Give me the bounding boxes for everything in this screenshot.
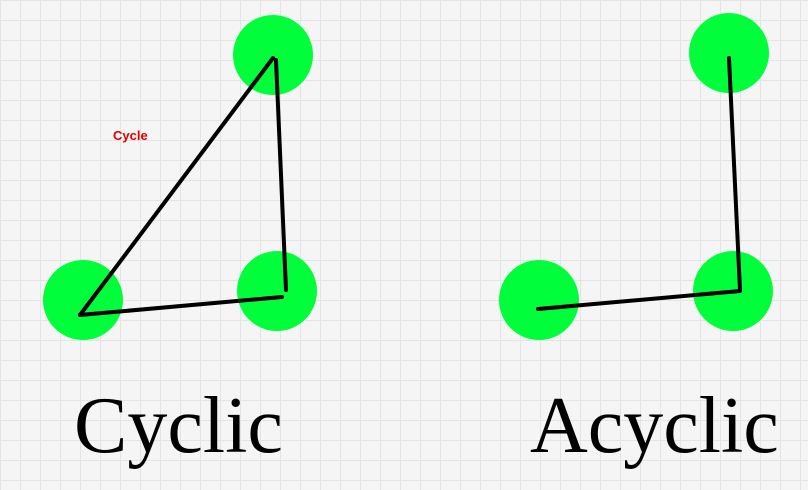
acyclic-caption: Acyclic [530,382,779,470]
cyclic-node-bottom-left [43,260,123,340]
cyclic-edge-left-to-top [78,56,275,317]
acyclic-node-top [689,13,769,93]
cyclic-edge-right-to-left [78,295,284,317]
acyclic-edge-top-to-right [727,56,742,292]
cyclic-graph [43,15,317,340]
acyclic-edge-right-to-left [536,289,742,311]
acyclic-graph [499,13,773,340]
cyclic-edge-top-to-right [274,58,288,292]
cycle-annotation: Cycle [113,128,148,143]
cyclic-caption: Cyclic [74,382,283,470]
cyclic-node-top [233,15,313,95]
acyclic-node-bottom-left [499,260,579,340]
cyclic-node-bottom-right [237,251,317,331]
